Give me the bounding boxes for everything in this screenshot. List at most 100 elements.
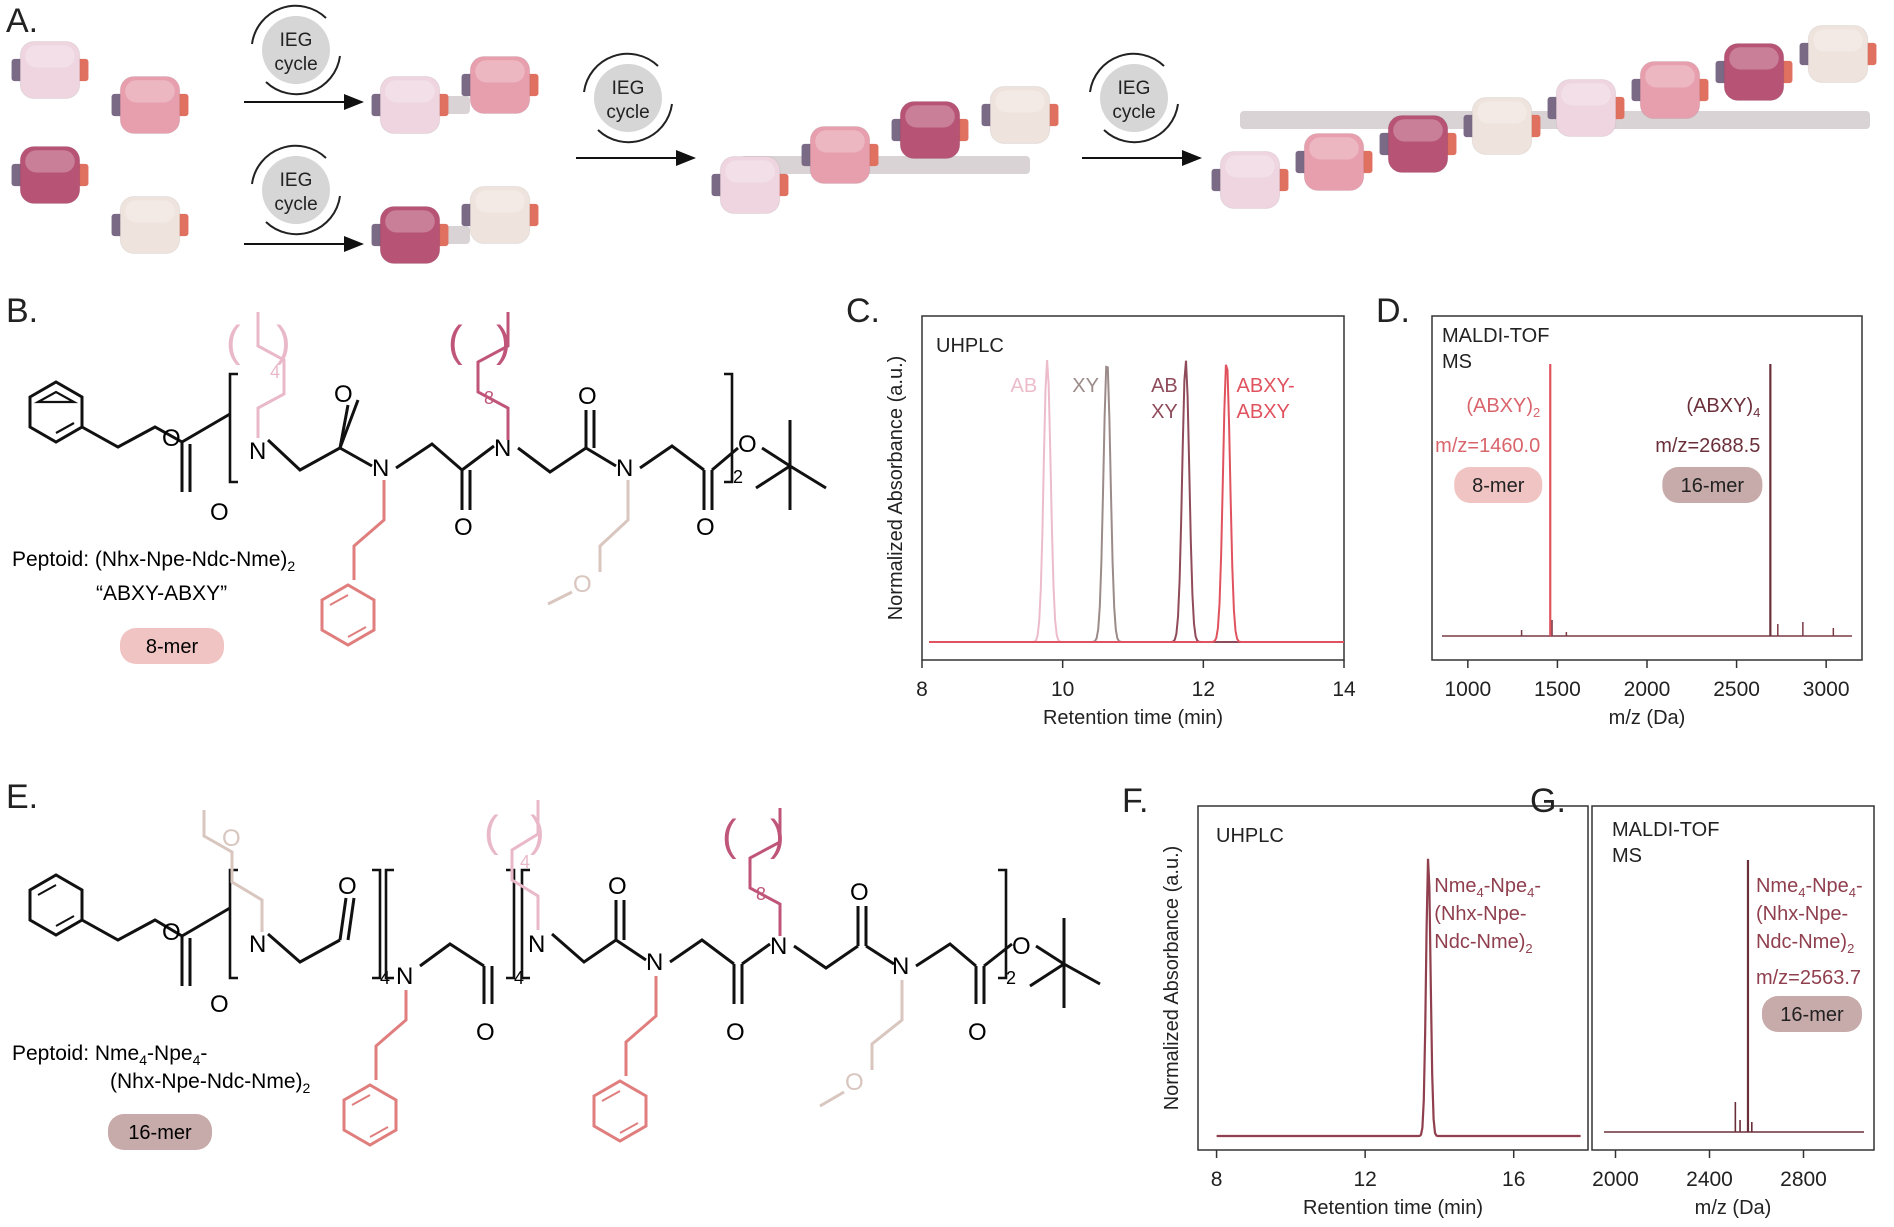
x-tick-label: 12 (1192, 678, 1215, 701)
block-b (461, 55, 539, 115)
panel-letter-e: E. (6, 778, 38, 816)
x-tick-label: 1000 (1444, 678, 1491, 701)
peptoid-label: Peptoid: Nme4-Npe4- (12, 1042, 207, 1068)
svg-text:16-mer: 16-mer (128, 1122, 192, 1144)
block (1463, 96, 1541, 156)
cycle-label: IEG (280, 30, 313, 51)
block (1211, 150, 1289, 210)
svg-text:(: ( (226, 317, 241, 366)
x-tick-label: 2400 (1686, 1168, 1733, 1191)
x-tick-label: 8 (916, 678, 928, 701)
cycle-label: IEG (280, 170, 313, 191)
x-tick-label: 3000 (1803, 678, 1850, 701)
peak-annotation: ABXY (1237, 401, 1290, 423)
block (1295, 132, 1373, 192)
badge-label: 8-mer (1472, 475, 1525, 497)
block (1799, 24, 1877, 84)
x-tick-label: 1500 (1534, 678, 1581, 701)
x-axis-label: Retention time (min) (1303, 1197, 1483, 1219)
block-y (111, 195, 189, 255)
peak-annotation: XY (1072, 375, 1099, 397)
x-axis-label: m/z (Da) (1609, 707, 1686, 729)
block (1631, 60, 1709, 120)
peak-annotation: (Nhx-Npe- (1434, 903, 1526, 925)
block-x (891, 100, 969, 160)
chart-inner-label: MS (1612, 845, 1642, 867)
badge-label: 16-mer (1780, 1004, 1844, 1026)
repeat-bracket-left (228, 372, 238, 484)
block-y (981, 85, 1059, 145)
panel-letter-c: C. (846, 292, 880, 330)
badge-label: 16-mer (1681, 475, 1745, 497)
svg-text:(: ( (484, 807, 499, 856)
svg-text:O: O (726, 1019, 745, 1046)
cycle-label: cycle (606, 102, 649, 123)
side-chain-nme (598, 480, 630, 572)
panel-letter-f: F. (1122, 782, 1148, 820)
svg-text:N: N (249, 931, 266, 958)
svg-text:2: 2 (1006, 968, 1016, 988)
block-a (11, 40, 89, 100)
x-tick-label: 10 (1051, 678, 1074, 701)
block-b (111, 75, 189, 135)
svg-text:O: O (210, 991, 229, 1018)
peak-annotation: (Nhx-Npe- (1756, 903, 1848, 925)
peak-mz-label: m/z=1460.0 (1435, 435, 1540, 457)
peak-annotation: AB (1011, 375, 1038, 397)
svg-text:N: N (372, 455, 389, 482)
svg-text:N: N (396, 963, 413, 990)
svg-text:(: ( (448, 317, 463, 366)
ieg-cycle-icon: IEG cycle (583, 52, 673, 144)
x-axis-label: m/z (Da) (1695, 1197, 1772, 1219)
peak-annotation: ABXY- (1237, 375, 1295, 397)
peak-annotation: Nme4-Npe4- (1756, 875, 1863, 900)
y-axis-label: Normalized Absorbance (a.u.) (1161, 846, 1183, 1111)
x-tick-label: 2800 (1780, 1168, 1827, 1191)
svg-text:): ) (276, 317, 291, 366)
svg-text:O: O (476, 1019, 495, 1046)
oligomer-badge (1454, 467, 1543, 503)
side-chain-ndc (476, 312, 510, 440)
peak-annotation: Ndc-Nme)2 (1756, 931, 1854, 956)
chart-inner-label: UHPLC (936, 335, 1004, 357)
side-chain-npe (352, 480, 386, 580)
peak-annotation: Nme4-Npe4- (1434, 875, 1541, 900)
x-axis-label: Retention time (min) (1043, 707, 1223, 729)
svg-text:): ) (770, 811, 785, 860)
svg-text:O: O (454, 514, 473, 541)
chart-inner-label: MALDI-TOF (1442, 325, 1549, 347)
block (1547, 78, 1625, 138)
peptoid-nickname: “ABXY-ABXY” (96, 582, 227, 605)
svg-text:O: O (162, 919, 181, 946)
peak-annotation: XY (1151, 401, 1178, 423)
side-chain-nhx (256, 312, 286, 438)
chart-inner-label: MALDI-TOF (1612, 819, 1719, 841)
block-x (371, 205, 449, 265)
svg-text:N: N (528, 931, 545, 958)
svg-text:O: O (578, 383, 597, 410)
atom-o-ester: O (162, 425, 181, 452)
peak-annotation: (ABXY)4 (1686, 395, 1760, 420)
block-b (801, 125, 879, 185)
svg-text:O: O (222, 825, 241, 852)
svg-text:O: O (850, 879, 869, 906)
svg-text:4: 4 (514, 968, 524, 988)
block (1715, 42, 1793, 102)
subscript-4: 4 (270, 362, 280, 382)
svg-text:O: O (608, 873, 627, 900)
y-axis-label: Normalized Absorbance (a.u.) (885, 356, 907, 621)
svg-text:8: 8 (756, 884, 766, 904)
panel-letter-a: A. (6, 2, 38, 40)
svg-text:O: O (334, 381, 353, 408)
oligomer-badge (1761, 996, 1862, 1032)
side-chain-nme (202, 810, 264, 932)
svg-text:O: O (210, 499, 229, 526)
cycle-label: IEG (612, 78, 645, 99)
panel-letter-g: G. (1530, 782, 1566, 820)
x-tick-label: 2000 (1624, 678, 1671, 701)
svg-text:N: N (892, 953, 909, 980)
